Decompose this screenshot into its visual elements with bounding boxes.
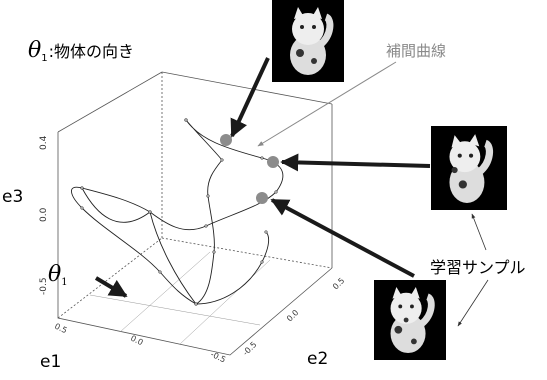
e3-tick-mid: 0.0	[39, 207, 49, 222]
interpolation-pointer	[257, 61, 397, 147]
theta-caption: θ1:物体の向き	[28, 38, 134, 64]
sample-point-3	[256, 192, 268, 204]
samples-label: 学習サンプル	[430, 258, 526, 277]
e1-tick-mid: 0.0	[129, 334, 144, 348]
axis-label-e2: e2	[307, 349, 329, 369]
arrow-photo2-to-sample	[280, 153, 431, 172]
sample-point-2	[267, 156, 279, 168]
theta-caption-text: :物体の向き	[48, 42, 135, 61]
interpolation-label: 補間曲線	[386, 42, 447, 60]
sample-photo-3	[374, 280, 446, 360]
theta-mid-subscript: 1	[61, 277, 68, 288]
arrow-photo1-to-sample	[230, 57, 270, 138]
samples-pointer-down	[457, 279, 489, 327]
theta-direction-arrow	[94, 276, 128, 298]
theta-mid-symbol: θ	[48, 262, 62, 287]
e1-tick-left: 0.5	[53, 322, 68, 336]
e1-tick-right: -0.5	[209, 350, 227, 365]
sample-photo-2	[431, 126, 507, 210]
e2-tick-mid: 0.0	[285, 308, 300, 323]
e2-ticks: -0.5 0.0 0.5	[241, 276, 346, 357]
theta-subscript: 1	[41, 53, 48, 64]
interpolation-curve-lower	[148, 210, 270, 306]
sample-photo-1	[272, 0, 344, 82]
floor-grid	[89, 251, 271, 345]
maneki-neko-icon	[290, 7, 334, 75]
e3-tick-bottom: -0.5	[39, 277, 49, 295]
theta-direction-label: θ1	[48, 262, 68, 288]
samples-pointer-up	[471, 213, 487, 251]
axis-label-e3: e3	[2, 187, 24, 207]
sample-point-1	[220, 134, 232, 146]
e3-tick-top: 0.4	[39, 135, 49, 150]
e2-tick-right: 0.5	[331, 276, 346, 291]
maneki-neko-icon	[449, 134, 494, 203]
e3-ticks: 0.4 0.0 -0.5	[39, 135, 49, 295]
e2-tick-left: -0.5	[241, 340, 258, 357]
theta-symbol: θ	[28, 38, 42, 63]
interpolation-curve-connector	[80, 186, 152, 223]
e1-ticks: 0.5 0.0 -0.5	[53, 322, 227, 365]
maneki-neko-icon	[390, 286, 435, 354]
arrow-photo3-to-sample	[270, 198, 415, 278]
axis-label-e1: e1	[40, 352, 62, 372]
